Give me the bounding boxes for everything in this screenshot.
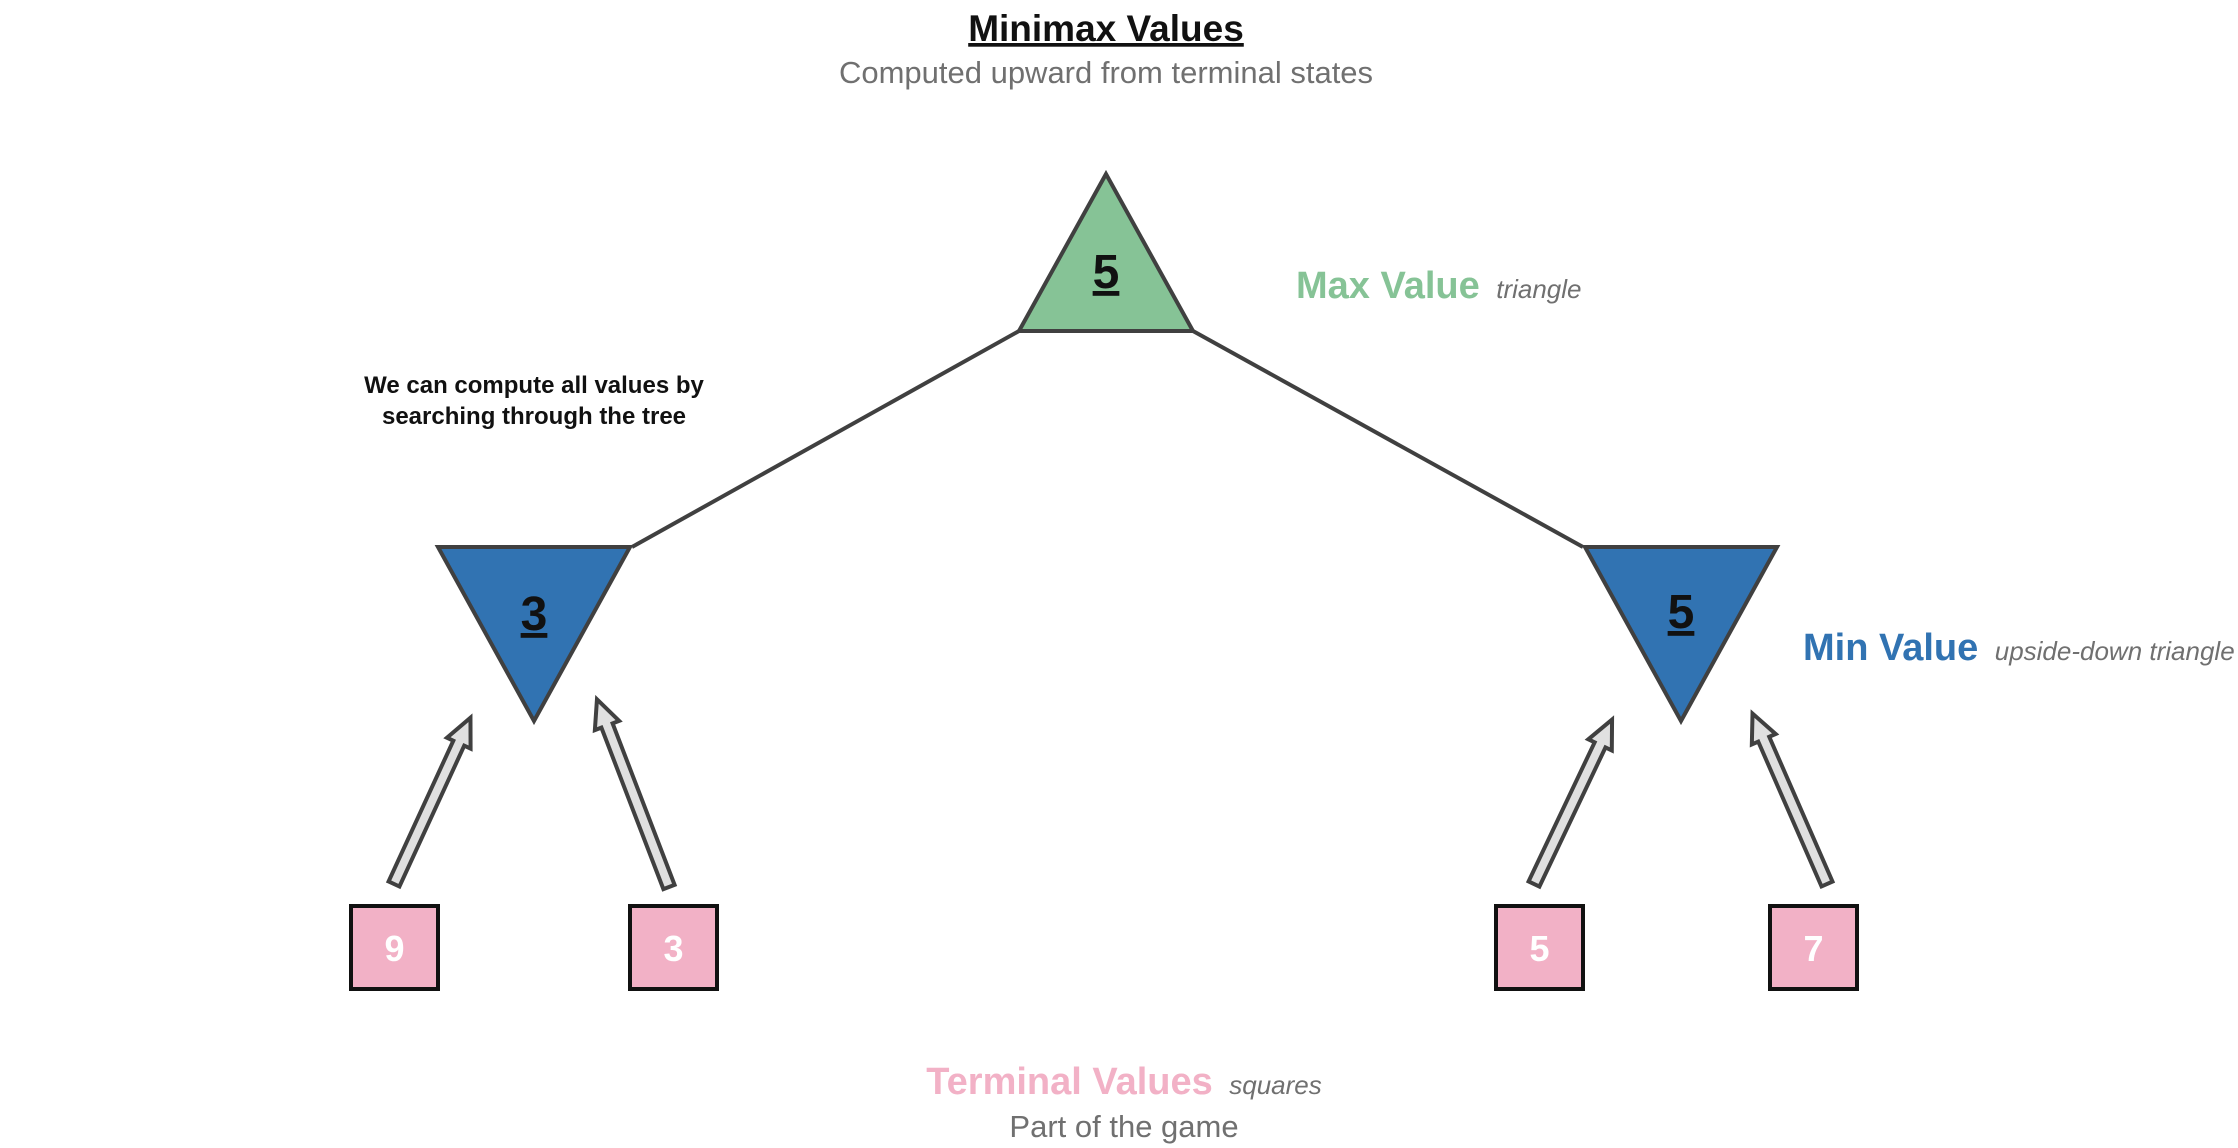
note-line-2: searching through the tree [382, 403, 686, 430]
legend-terminal: Terminal Values squares [926, 1061, 1322, 1103]
legend-terminal-sub: Part of the game [1009, 1109, 1238, 1144]
terminal-square [349, 904, 440, 991]
terminal-square [628, 904, 719, 991]
legend-max-label: Max Value [1296, 265, 1480, 307]
terminal-value: 3 [663, 928, 683, 969]
terminal-value: 5 [1529, 928, 1549, 969]
note-line-1: We can compute all values by [364, 372, 704, 399]
legend-min-hint: upside-down triangle [1995, 636, 2235, 666]
diagram-subtitle: Computed upward from terminal states [839, 55, 1373, 90]
max-triangle-shape [1015, 169, 1197, 333]
terminal-square [1768, 904, 1859, 991]
min-node-left: 3 [434, 545, 634, 726]
edge-root-left [631, 329, 1020, 549]
legend-terminal-label: Terminal Values [926, 1061, 1213, 1103]
legend-min-label: Min Value [1803, 627, 1978, 669]
arrow-up-9 [385, 713, 473, 890]
min-triangle-shape [1581, 545, 1781, 726]
legend-terminal-hint: squares [1229, 1070, 1322, 1100]
min-triangle-shape [434, 545, 634, 726]
diagram-title: Minimax Values [968, 8, 1244, 49]
note: We can compute all values by searching t… [364, 372, 704, 430]
min-node-right: 5 [1581, 545, 1781, 726]
terminal-value: 7 [1803, 928, 1823, 969]
min-node-value: 5 [1668, 586, 1695, 639]
min-node-value: 3 [521, 588, 548, 641]
terminal-value: 9 [384, 928, 404, 969]
edge-root-right [1192, 329, 1584, 549]
terminal-node: 9 [349, 904, 440, 991]
terminal-node: 7 [1768, 904, 1859, 991]
legend-min: Min Value upside-down triangle [1803, 627, 2235, 669]
arrows [385, 694, 1836, 892]
terminal-node: 5 [1494, 904, 1585, 991]
legend-max-hint: triangle [1496, 274, 1581, 304]
legend-max: Max Value triangle [1296, 265, 1582, 307]
terminal-square [1494, 904, 1585, 991]
arrow-up-5 [1525, 715, 1615, 890]
arrow-up-7 [1749, 709, 1836, 890]
root-value: 5 [1093, 246, 1120, 299]
terminal-node: 3 [628, 904, 719, 991]
root-max-node: 5 [1015, 169, 1197, 333]
arrow-up-3 [592, 694, 678, 892]
